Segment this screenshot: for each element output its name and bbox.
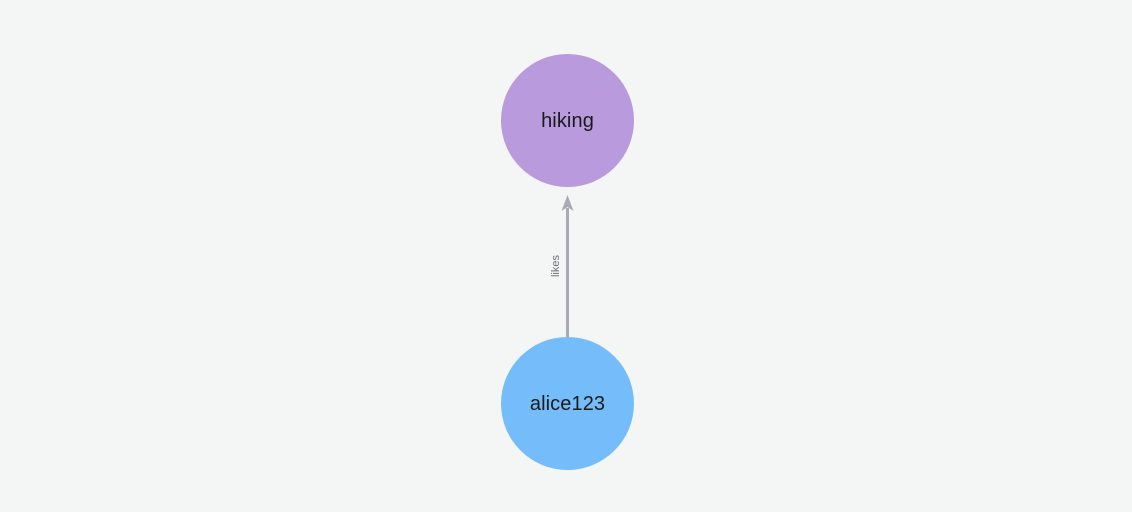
graph-node-label: alice123 [529,392,606,415]
edge-label-text: likes [549,255,562,278]
edge-label-likes: likes [538,248,574,284]
edge-alice123-likes-hiking[interactable] [561,195,574,337]
edge-arrowhead-icon [561,195,574,211]
graph-node-alice123[interactable]: alice123 [501,337,634,470]
graph-node-hiking[interactable]: hiking [501,54,634,187]
graph-node-label: hiking [541,109,594,132]
